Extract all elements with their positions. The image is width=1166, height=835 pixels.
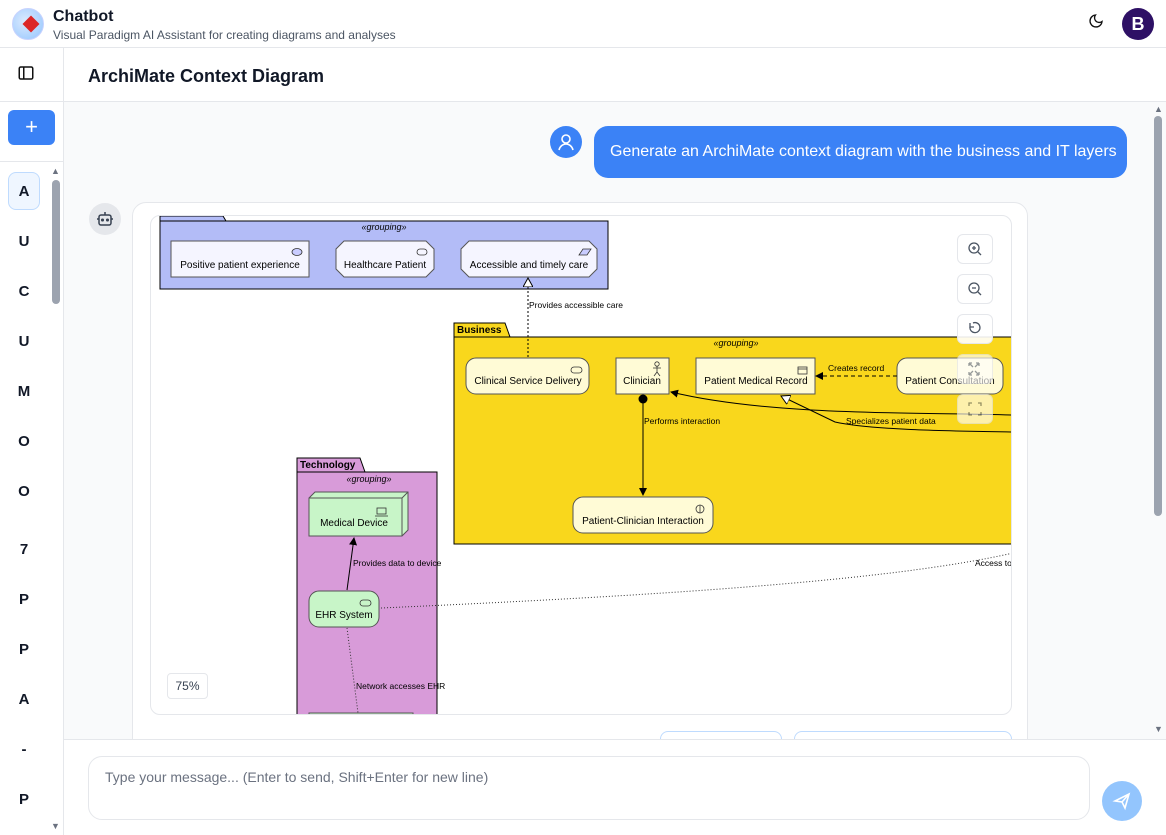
element-label: Medical Device: [320, 518, 388, 529]
app-title: Chatbot: [53, 8, 114, 25]
conversation-item[interactable]: C: [18, 283, 30, 300]
element-label: Patient Consultation: [905, 376, 995, 387]
specialization-relation[interactable]: [781, 396, 1012, 433]
moon-icon: [1089, 14, 1103, 28]
network-relation[interactable]: [346, 627, 359, 714]
grouping-stereotype: «grouping»: [346, 474, 391, 484]
access-relation[interactable]: [380, 552, 1012, 609]
visual-paradigm-logo-icon: [12, 8, 44, 40]
grouping-stereotype: «grouping»: [713, 338, 758, 348]
element-label: EHR System: [315, 610, 372, 621]
dark-mode-toggle-button[interactable]: [1084, 12, 1108, 36]
medical-device-element[interactable]: Medical Device: [308, 491, 409, 537]
conversation-header: ArchiMate Context Diagram: [64, 48, 1166, 102]
expand-arrows-icon: [968, 362, 980, 376]
conversation-item[interactable]: O: [18, 433, 30, 450]
new-chat-button[interactable]: +: [8, 110, 55, 145]
partial-technology-element[interactable]: [308, 712, 414, 715]
fullscreen-button[interactable]: [957, 394, 993, 424]
zoom-out-button[interactable]: [957, 274, 993, 304]
message-composer: [64, 739, 1166, 835]
app-header: Chatbot Visual Paradigm AI Assistant for…: [0, 0, 1166, 48]
bot-message-avatar: [89, 203, 121, 235]
relation-label: Provides data to device: [353, 558, 442, 568]
toggle-sidebar-button[interactable]: [17, 64, 37, 84]
reset-view-button[interactable]: [957, 314, 993, 344]
app-subtitle: Visual Paradigm AI Assistant for creatin…: [53, 28, 396, 42]
fit-to-screen-button[interactable]: [957, 354, 993, 384]
chat-scrollbar[interactable]: [1154, 116, 1162, 516]
scroll-down-arrow-icon[interactable]: ▼: [1154, 724, 1163, 734]
element-label: Positive patient experience: [180, 260, 300, 271]
clinical-service-element[interactable]: Clinical Service Delivery: [465, 357, 590, 395]
robot-icon: [97, 212, 113, 226]
group-label: Technology: [300, 460, 356, 471]
conversation-item[interactable]: -: [21, 741, 27, 758]
scroll-down-arrow-icon[interactable]: ▼: [51, 821, 60, 831]
zoom-in-icon: [968, 242, 982, 256]
relation-label: Creates record: [828, 363, 884, 373]
conversation-item[interactable]: P: [18, 791, 29, 808]
conversation-item[interactable]: A: [8, 172, 40, 210]
sidebar: + ▲ ▼ A U C U M O O 7 P P A - P: [0, 48, 64, 835]
positive-experience-element[interactable]: Positive patient experience: [170, 240, 310, 278]
card-action-button[interactable]: [660, 731, 782, 739]
sidebar-panel-icon: [18, 66, 34, 80]
user-avatar[interactable]: B: [1122, 8, 1154, 40]
conversation-item[interactable]: 7: [19, 541, 29, 558]
ehr-system-element[interactable]: EHR System: [308, 590, 380, 628]
chat-messages-area: Generate an ArchiMate context diagram wi…: [64, 102, 1166, 739]
grouping-stereotype: «grouping»: [361, 222, 406, 232]
scroll-up-arrow-icon[interactable]: ▲: [51, 166, 60, 176]
user-icon: [558, 134, 574, 151]
element-label: Patient-Clinician Interaction: [582, 516, 704, 527]
message-input[interactable]: [88, 756, 1090, 820]
interaction-element[interactable]: Patient-Clinician Interaction: [572, 496, 714, 534]
healthcare-patient-element[interactable]: Healthcare Patient: [335, 240, 435, 278]
user-message-bubble: Generate an ArchiMate context diagram wi…: [594, 126, 1127, 178]
group-label: Business: [457, 325, 502, 336]
conversation-item[interactable]: O: [18, 483, 30, 500]
user-message-avatar: [550, 126, 582, 158]
conversation-item[interactable]: U: [18, 333, 30, 350]
conversation-item[interactable]: P: [18, 641, 29, 658]
conversation-item[interactable]: U: [18, 233, 30, 250]
conversation-item[interactable]: P: [18, 591, 29, 608]
relation-label: Specializes patient data: [846, 416, 936, 426]
conversation-item[interactable]: A: [18, 691, 30, 708]
zoom-in-button[interactable]: [957, 234, 993, 264]
zoom-out-icon: [968, 282, 982, 296]
clinician-element[interactable]: Clinician: [615, 357, 670, 395]
relation-label: Network accesses EHR: [356, 681, 445, 691]
conversation-item[interactable]: M: [17, 383, 31, 400]
reset-icon: [969, 321, 981, 334]
serving-relation[interactable]: [346, 537, 358, 591]
element-label: Patient Medical Record: [704, 376, 807, 387]
bot-message-card: «grouping» Positive patient experience H…: [132, 202, 1028, 739]
fullscreen-icon: [968, 402, 982, 416]
archimate-diagram-canvas[interactable]: «grouping» Positive patient experience H…: [150, 215, 1012, 715]
element-label: Clinical Service Delivery: [474, 376, 581, 387]
send-icon: [1112, 792, 1131, 811]
sidebar-divider: [0, 161, 64, 162]
element-label: Accessible and timely care: [470, 260, 589, 271]
zoom-level-indicator: 75%: [167, 673, 208, 699]
element-label: Healthcare Patient: [344, 260, 426, 271]
relation-label: Provides accessible care: [529, 300, 623, 310]
element-label: Clinician: [623, 376, 661, 387]
page-title: ArchiMate Context Diagram: [88, 66, 325, 86]
sidebar-divider: [0, 101, 64, 102]
sidebar-scrollbar[interactable]: [52, 180, 60, 304]
scroll-up-arrow-icon[interactable]: ▲: [1154, 104, 1163, 114]
card-action-button[interactable]: [794, 731, 1012, 739]
plus-icon: +: [25, 114, 38, 139]
business-grouping: Business «grouping»: [453, 322, 1011, 545]
medical-record-element[interactable]: Patient Medical Record: [695, 357, 816, 395]
relation-label: Access to: [975, 558, 1012, 568]
relation-label: Performs interaction: [644, 416, 720, 426]
accessible-care-element[interactable]: Accessible and timely care: [460, 240, 598, 278]
send-button[interactable]: [1102, 781, 1142, 821]
